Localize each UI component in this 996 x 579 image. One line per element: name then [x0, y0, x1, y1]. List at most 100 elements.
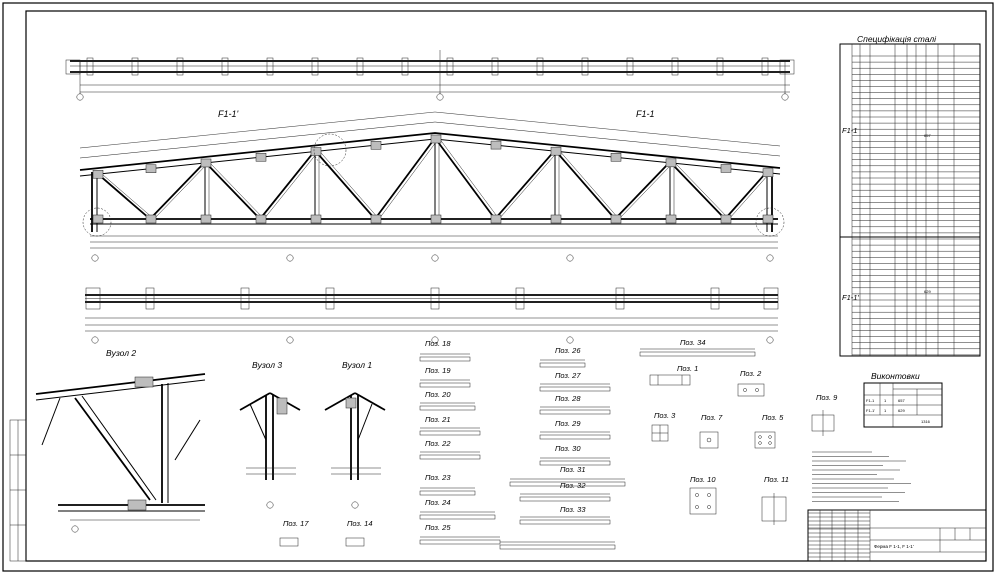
position-bar	[519, 519, 611, 525]
gusset-plate	[430, 214, 442, 224]
node1-detail	[324, 392, 386, 509]
position-label: Поз. 33	[560, 505, 586, 514]
node3-title: Вузол 3	[252, 360, 282, 370]
bottom-stub	[325, 287, 335, 310]
purlin-bracket	[446, 57, 454, 76]
web-diagonal	[204, 161, 261, 220]
position-label: Поз. 26	[555, 346, 581, 355]
bottom-chord-plan	[85, 287, 779, 344]
position-label: Поз. 18	[425, 339, 451, 348]
position-bar	[419, 514, 496, 520]
gusset-plate	[310, 147, 322, 156]
position-bar	[419, 430, 481, 436]
position-bar	[419, 539, 501, 545]
purlin-bracket	[86, 57, 94, 76]
position-bar	[539, 434, 611, 440]
output-row2-mass: 629	[898, 408, 905, 413]
gusset-plate	[430, 134, 442, 144]
purlin-bracket	[176, 57, 184, 76]
web-diagonal	[259, 149, 316, 220]
position-bar	[519, 496, 611, 502]
position-label: Поз. 22	[425, 439, 451, 448]
position-bar	[419, 490, 476, 496]
position-bar	[419, 454, 481, 460]
position-bar	[419, 382, 471, 388]
web-diagonal-edge	[618, 161, 675, 220]
gusset-plate	[370, 214, 382, 224]
gusset-plate	[370, 141, 382, 150]
output-total: 1316	[921, 419, 931, 424]
node3-detail	[239, 392, 301, 509]
position-label: Поз. 30	[555, 444, 581, 453]
purlin-bracket	[671, 57, 679, 76]
gusset-plate	[92, 214, 104, 224]
web-diagonal	[434, 137, 496, 220]
output-row1-mass: 657	[898, 398, 905, 403]
output-table	[863, 382, 943, 428]
gusset-plate	[610, 153, 622, 162]
spec-title: Специфікація сталі	[857, 34, 937, 44]
position-bar	[509, 481, 626, 487]
position-label: Поз. 19	[425, 366, 451, 375]
web-diagonal	[314, 149, 376, 220]
output-row1-qty: 1	[884, 398, 887, 403]
web-diagonal-edge	[673, 161, 730, 220]
position-label: Поз. 11	[764, 475, 789, 484]
web-diagonal	[669, 161, 726, 220]
bottom-stub	[710, 287, 720, 310]
web-diagonal	[149, 161, 206, 220]
position-label: Поз. 23	[425, 473, 451, 482]
web-diagonal	[614, 161, 671, 220]
truss-elevation	[79, 111, 785, 262]
position-bars	[419, 348, 756, 550]
gusset-plate	[490, 214, 502, 224]
position-label: Поз. 5	[762, 413, 784, 422]
gusset-plate	[145, 214, 157, 224]
position-label: Поз. 31	[560, 465, 586, 474]
position-label: Поз. 20	[425, 390, 451, 399]
web-diagonal	[374, 137, 436, 220]
position-label: Поз. 1	[677, 364, 698, 373]
spec-table	[839, 43, 981, 357]
position-bar	[539, 386, 611, 392]
position-bar	[419, 356, 471, 362]
position-label: Поз. 24	[425, 498, 451, 507]
web-diagonal-edge	[728, 171, 772, 220]
gusset-plate	[145, 164, 157, 173]
view-label-right: F1-1	[636, 109, 655, 119]
web-diagonal-edge	[378, 137, 440, 220]
position-label: Поз. 28	[555, 394, 581, 403]
view-label-left: F1-1'	[218, 109, 239, 119]
spec-group2: F1-1'	[842, 293, 859, 302]
web-diagonal-edge	[438, 137, 500, 220]
bottom-stub	[240, 287, 250, 310]
web-diagonal	[724, 171, 768, 220]
position-label: Поз. 14	[347, 519, 373, 528]
gusset-plate	[610, 214, 622, 224]
position-label: Поз. 10	[690, 475, 716, 484]
bottom-stub	[515, 287, 525, 310]
position-label: Поз. 3	[654, 411, 676, 420]
purlin-bracket	[761, 57, 769, 76]
position-bar	[539, 460, 611, 466]
node2-title: Вузол 2	[106, 348, 136, 358]
binding-strip	[9, 419, 27, 562]
plate-details	[279, 374, 835, 547]
output-row2-mark: F1-1'	[866, 408, 875, 413]
purlin-bracket	[626, 57, 634, 76]
purlin-bracket	[266, 57, 274, 76]
inner-frame	[25, 10, 987, 562]
position-bar	[539, 362, 586, 368]
position-label: Поз. 7	[701, 413, 723, 422]
bottom-stub	[615, 287, 625, 310]
web-diagonal-edge	[100, 173, 155, 220]
top-chord-plan	[65, 50, 795, 101]
web-diagonal	[554, 149, 616, 220]
stamp-title: Ферма F 1-1, F 1-1'	[874, 544, 914, 549]
output-row2-qty: 1	[884, 408, 887, 413]
node1-title: Вузол 1	[342, 360, 372, 370]
purlin-bracket	[311, 57, 319, 76]
position-label: Поз. 21	[425, 415, 451, 424]
position-label: Поз. 2	[740, 369, 762, 378]
